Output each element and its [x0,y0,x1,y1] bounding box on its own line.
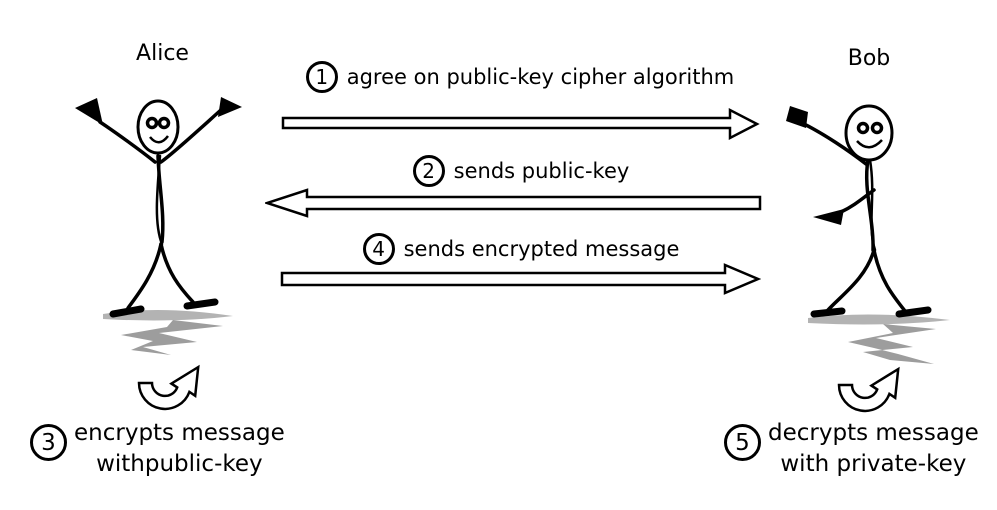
message-4-label: 4 sends encrypted message [284,233,758,265]
u-turn-arrow-icon-alice [137,364,200,411]
action-3-line-1: encrypts message [74,420,285,446]
alice-shadow [103,309,233,355]
bob-right-leg [872,248,907,313]
bob-face [844,104,894,162]
alice-smile [149,135,169,144]
action-5-text: decrypts message with private-key [768,418,979,480]
action-5-label: 5 decrypts message with private-key [724,418,979,480]
step-1-number-badge: 1 [305,61,338,93]
alice-right-arm [159,107,224,164]
alice-body [98,107,224,318]
alice-right-leg [159,242,195,304]
bob-left-leg [826,248,876,312]
bob-smile [856,139,883,149]
message-2-label: 2 sends public-key [284,155,758,187]
actor-name-bob: Bob [847,46,891,71]
action-5-line-1: decrypts message [768,420,979,446]
alice-left-arm [98,120,157,164]
message-1-text: agree on public-key cipher algorithm [346,65,735,89]
message-4-text: sends encrypted message [403,237,680,261]
alice-right-foot [183,298,219,310]
step-2-number-badge: 2 [412,155,445,187]
bob-left-foot [810,307,846,318]
step-5-number-badge: 5 [724,424,761,461]
bob-raised-arm [802,122,868,166]
bob-left-eye [856,121,870,135]
alice-left-hand [75,98,103,125]
action-3-text: encrypts message withpublic-key [74,418,285,480]
bob-right-eye [870,121,884,135]
action-5-line-2: with private-key [780,451,967,477]
action-3-line-2: withpublic-key [96,451,263,477]
arrow-left-message-2 [265,188,762,218]
alice-left-foot [109,305,145,318]
actor-name-alice: Alice [136,41,189,66]
bob-stick-figure-icon [786,104,950,364]
bob-lower-hand [813,209,844,225]
alice-right-hand [218,97,242,117]
alice-right-eye [157,116,171,130]
arrow-right-message-4 [280,263,761,295]
bob-right-foot [895,306,932,318]
bob-raised-hand [786,106,808,128]
step-4-number-badge: 4 [362,233,395,265]
step-3-number-badge: 3 [30,424,67,461]
alice-left-leg [126,242,163,310]
bob-body [802,122,932,318]
alice-left-eye [145,116,159,130]
arrow-right-message-1 [281,107,760,141]
alice-stick-figure-icon [75,97,242,355]
u-turn-arrow-icon-bob [837,366,900,413]
message-1-label: 1 agree on public-key cipher algorithm [283,61,757,93]
bob-shadow [808,314,950,364]
bob-lower-arm [839,188,876,214]
alice-face [136,99,180,155]
message-2-text: sends public-key [453,159,630,183]
action-3-label: 3 encrypts message withpublic-key [30,418,285,480]
